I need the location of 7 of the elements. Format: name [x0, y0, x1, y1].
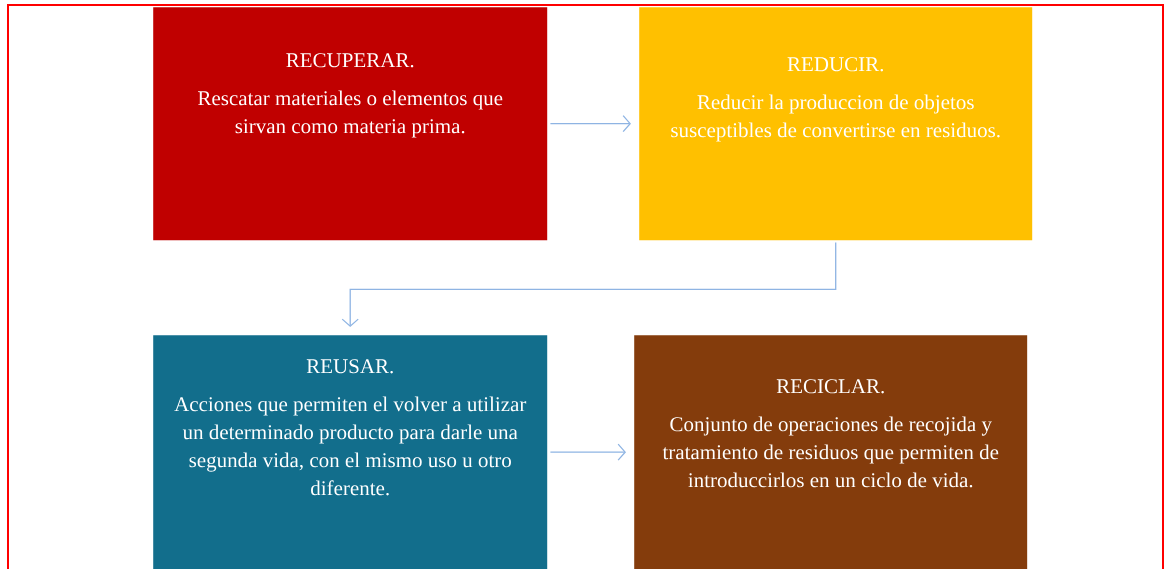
arrow [549, 115, 631, 133]
process-box: RECUPERAR. Rescatar materiales o elementos que sirvan como materia prima. [153, 7, 548, 241]
arrow [341, 241, 837, 327]
process-box: RECICLAR. Conjunto de operaciones de recojida y tratamiento de residuos que permiten de introduccirlos en un ciclo de vida. [634, 335, 1028, 569]
process-box: REDUCIR. Reducir la produccion de objetos susceptibles de convertirse en residuos. [639, 7, 1033, 241]
arrow [549, 443, 626, 461]
process-box: REUSAR. Acciones que permiten el volver a utilizar un determinado producto para darle una segunda vida, con el mismo uso u otro diferente. [153, 335, 548, 569]
